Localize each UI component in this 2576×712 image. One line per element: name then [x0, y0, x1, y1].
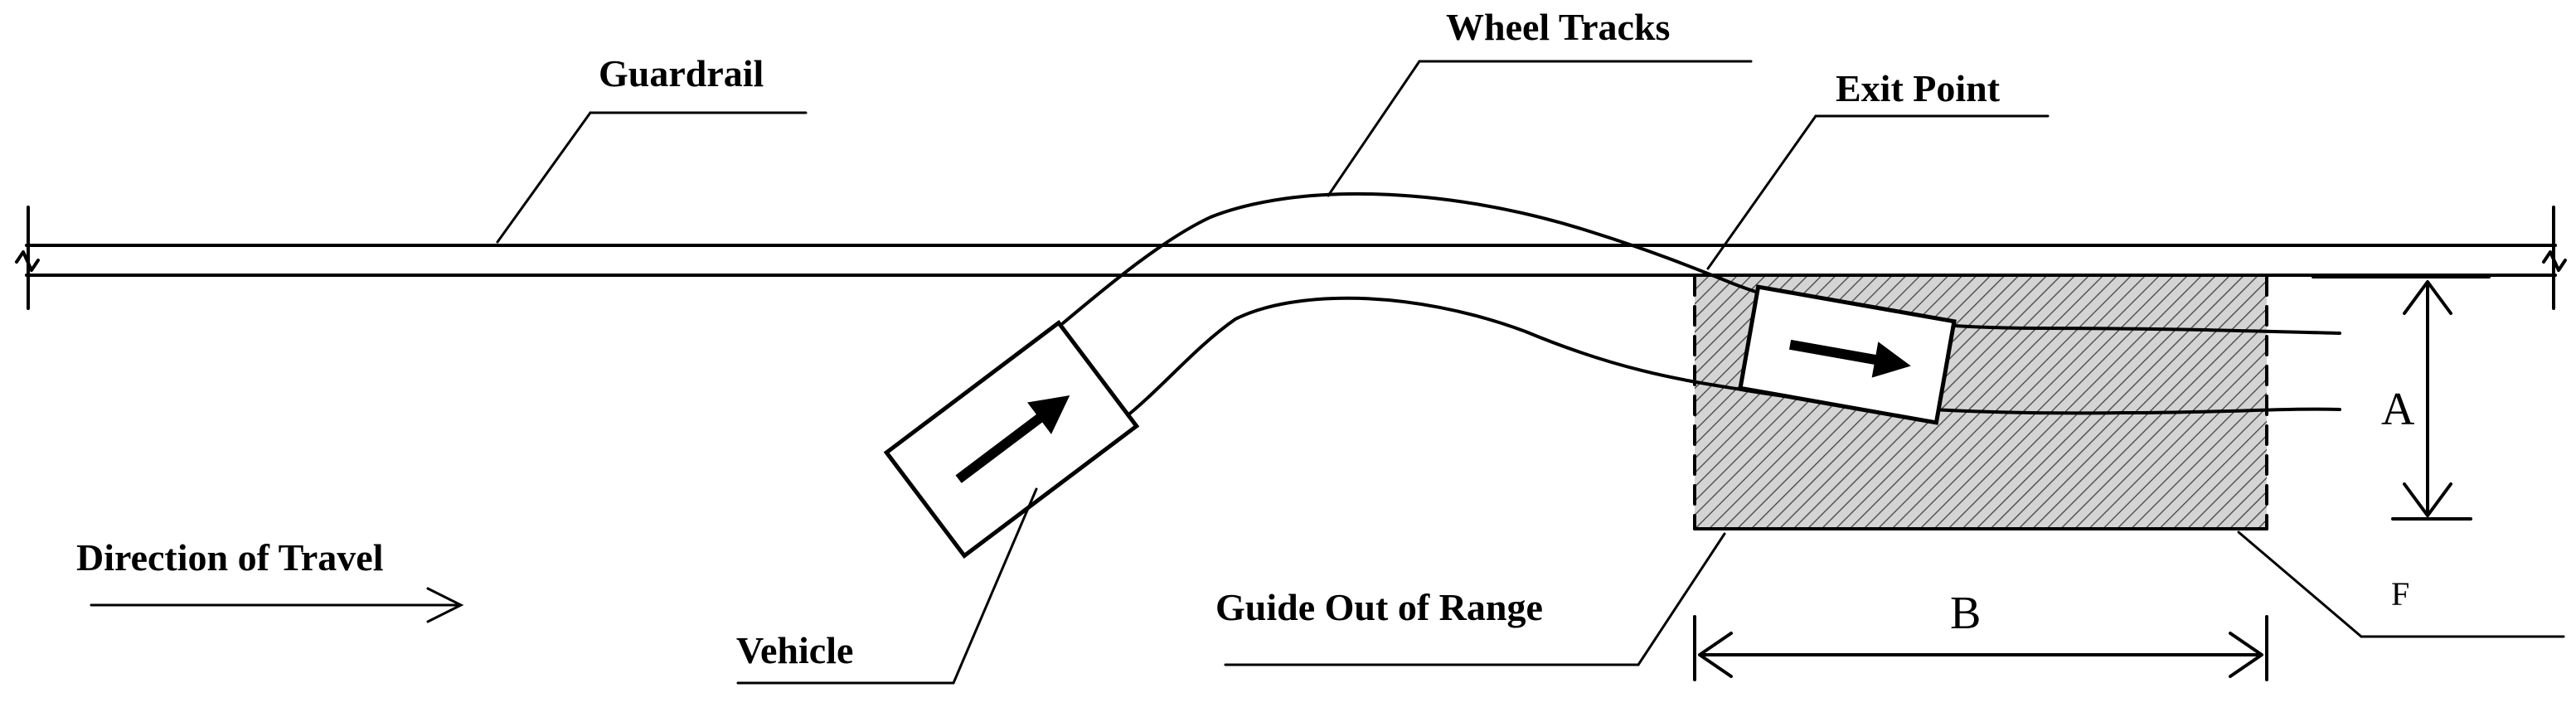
wheel-tracks — [1061, 191, 2341, 421]
exit-point-label: Exit Point — [1836, 67, 2001, 109]
guide-out-of-range-label: Guide Out of Range — [1215, 586, 1543, 628]
guardrail-label: Guardrail — [599, 52, 764, 94]
wheel-tracks-label: Wheel Tracks — [1446, 6, 1670, 48]
arrow-icon — [1871, 341, 1911, 378]
point-f-label: F — [2391, 575, 2409, 613]
dimension-a-label: A — [2381, 384, 2415, 435]
wheel-track-lower — [1121, 296, 2341, 421]
vehicle-label: Vehicle — [736, 629, 853, 671]
vehicle-exit — [1738, 284, 1957, 425]
vehicle-entry — [883, 319, 1140, 559]
dimension-b — [1693, 615, 2268, 681]
wheel-track-upper — [1061, 191, 2341, 335]
arrow-right-icon — [426, 587, 464, 623]
direction-of-travel-label: Direction of Travel — [76, 536, 383, 579]
arrow-icon — [1027, 395, 1070, 434]
dimension-b-label: B — [1950, 588, 1981, 639]
direction-of-travel-arrow — [90, 587, 464, 623]
leader-lines — [496, 60, 2565, 685]
dimension-a — [2312, 275, 2491, 521]
guardrail — [15, 206, 2567, 310]
